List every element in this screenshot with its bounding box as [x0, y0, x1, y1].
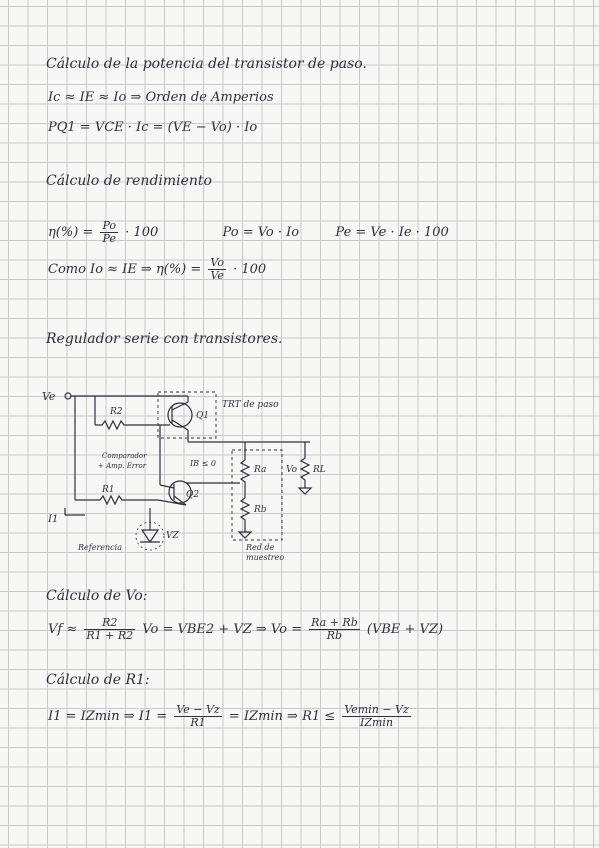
label-q2: Q2 — [186, 490, 199, 500]
label-comparador: Comparador — [102, 452, 147, 460]
r1-num2: Vemin − Vz — [342, 703, 411, 717]
rb-resistor — [239, 497, 251, 526]
label-red-de: Red de — [245, 543, 275, 552]
label-rl: RL — [312, 465, 326, 475]
vo-den1: R1 + R2 — [86, 629, 134, 642]
label-ve: Ve — [42, 390, 56, 403]
ve-terminal — [64, 392, 72, 400]
r1-num1: Ve − Vz — [174, 703, 222, 717]
ground-symbol-rl — [297, 487, 313, 495]
label-q1: Q1 — [196, 411, 209, 421]
r1-den2: IZmin — [360, 716, 394, 729]
vo-den2: Rb — [326, 629, 343, 642]
eq-pe: Pe = Ve · Ie · 100 — [335, 225, 449, 240]
eta-den: Pe — [102, 232, 116, 245]
label-trt: TRT de paso — [222, 400, 279, 410]
label-ra: Ra — [253, 465, 266, 475]
label-vo: Vo — [286, 465, 298, 475]
como-lhs: Como Io ≈ IE ⇒ η(%) = — [48, 262, 202, 277]
eq-currents: Ic ≈ IE ≈ Io ⇒ Orden de Amperios — [48, 90, 274, 105]
r1-resistor — [99, 494, 158, 506]
title-potencia: Cálculo de la potencia del transistor de… — [46, 56, 367, 72]
r1-lhs: I1 = IZmin ⇒ I1 = — [48, 709, 168, 724]
q1-transistor — [167, 402, 193, 428]
label-vz: VZ — [166, 531, 179, 541]
label-referencia: Referencia — [77, 543, 122, 552]
como-num: Vo — [208, 256, 226, 270]
ground-symbol-rb — [237, 531, 253, 539]
eq-po: Po = Vo · Io — [222, 225, 300, 240]
label-r1: R1 — [101, 485, 115, 495]
rl-resistor — [299, 457, 311, 482]
eta-num: Po — [100, 219, 119, 233]
ra-resistor — [239, 459, 251, 490]
como-tail: · 100 — [233, 262, 267, 277]
title-vo: Cálculo de Vo: — [46, 588, 148, 604]
title-r1: Cálculo de R1: — [46, 672, 150, 688]
label-rb: Rb — [253, 505, 267, 515]
eta-tail: · 100 — [125, 225, 159, 240]
eq-power-q1: PQ1 = VCE · Ic = (VE − Vo) · Io — [48, 120, 258, 135]
como-den: Ve — [210, 269, 224, 282]
vo-lhs: Vf ≈ — [48, 622, 78, 637]
label-r2: R2 — [109, 407, 123, 417]
label-ib: IB ≤ 0 — [189, 459, 216, 468]
label-muestreo: muestreo — [246, 553, 284, 562]
label-amp-error: + Amp. Error — [98, 462, 147, 470]
regulator-circuit-diagram: Ve R2 Q1 TRT de paso Comparador + Amp. E… — [42, 390, 326, 562]
r2-resistor — [95, 419, 150, 431]
r1-mid: = IZmin ⇒ R1 ≤ — [228, 709, 336, 724]
vo-num2: Ra + Rb — [309, 616, 360, 630]
q2-transistor — [168, 480, 192, 504]
vo-tail: (VBE + VZ) — [366, 622, 444, 637]
vo-num1: R2 — [84, 617, 136, 630]
vo-mid: Vo = VBE2 + VZ ⇒ Vo = — [142, 622, 302, 637]
zener-diode — [140, 529, 160, 544]
title-regulador: Regulador serie con transistores. — [46, 331, 283, 347]
r1-den1: R1 — [190, 716, 206, 729]
title-rendimiento: Cálculo de rendimiento — [46, 173, 212, 189]
eta-lhs: η(%) = — [48, 225, 94, 240]
label-i1: I1 — [47, 514, 58, 525]
